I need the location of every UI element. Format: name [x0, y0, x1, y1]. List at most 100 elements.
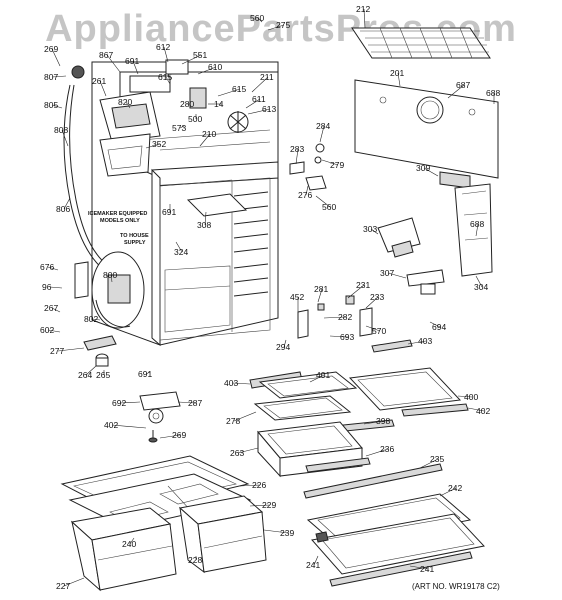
hinge-277 — [83, 335, 117, 351]
leader-line — [51, 307, 61, 313]
part-label-805: 805 — [44, 100, 58, 110]
leader-line — [181, 54, 202, 65]
leader-line — [239, 484, 261, 487]
bracket-287 — [139, 391, 181, 411]
leader-line — [231, 382, 251, 385]
part-label-242: 242 — [448, 483, 462, 493]
leader-line — [63, 577, 85, 587]
leader-line — [204, 211, 207, 226]
part-label-239: 239 — [280, 528, 294, 538]
part-label-691: 691 — [138, 369, 152, 379]
part-label-694: 694 — [432, 322, 446, 332]
part-label-211: 211 — [260, 72, 274, 82]
part-label-402: 402 — [476, 406, 490, 416]
leader-line — [419, 458, 439, 469]
art-number: (ART NO. WR19178 C2) — [412, 582, 500, 591]
part-label-308: 308 — [197, 220, 211, 230]
part-label-277: 277 — [50, 346, 64, 356]
leader-line — [267, 24, 285, 31]
leader-line — [145, 371, 151, 375]
icemaker-note-line1: ICEMAKER EQUIPPED — [88, 211, 147, 217]
part-label-241: 241 — [306, 560, 320, 570]
leader-line — [132, 60, 139, 75]
leader-line — [217, 88, 241, 97]
leader-line — [179, 125, 185, 129]
part-281 — [317, 303, 325, 311]
leader-line — [317, 288, 323, 303]
part-label-227: 227 — [56, 581, 70, 591]
label-plate-309 — [439, 171, 471, 189]
part-label-676: 676 — [40, 262, 54, 272]
part-label-269: 269 — [172, 430, 186, 440]
hinge-276 — [305, 175, 327, 191]
part-label-688: 688 — [470, 219, 484, 229]
part-label-96: 96 — [42, 282, 52, 292]
crisper-drawer-241 — [178, 495, 267, 574]
leader-line — [63, 197, 71, 210]
part-label-800: 800 — [103, 270, 117, 280]
leader-line — [145, 143, 161, 149]
part-label-265: 265 — [96, 370, 110, 380]
part-label-807: 807 — [44, 72, 58, 82]
leader-line — [233, 411, 257, 422]
leader-line — [467, 407, 485, 412]
leader-line — [323, 316, 347, 319]
control-307 — [406, 269, 445, 287]
part-label-276: 276 — [298, 190, 312, 200]
part-label-806: 806 — [56, 204, 70, 214]
part-279 — [314, 156, 322, 164]
shelf-frame-228 — [311, 513, 485, 575]
part-label-452: 452 — [290, 292, 304, 302]
leader-line — [119, 401, 141, 404]
leader-line — [363, 8, 366, 29]
part-label-691: 691 — [162, 207, 176, 217]
part-label-402: 402 — [104, 420, 118, 430]
leader-line — [423, 167, 439, 177]
part-284 — [315, 143, 325, 153]
part-label-808: 808 — [54, 125, 68, 135]
wire-shelf-212 — [351, 27, 491, 59]
leader-line — [47, 329, 61, 333]
part-label-612: 612 — [156, 42, 170, 52]
part-label-352: 352 — [152, 139, 166, 149]
part-label-263: 263 — [230, 448, 244, 458]
part-label-275: 275 — [276, 20, 290, 30]
shelf-glass-400 — [348, 367, 462, 411]
leader-line — [85, 365, 97, 376]
part-label-241: 241 — [420, 564, 434, 574]
part-label-398: 398 — [376, 416, 390, 426]
part-label-324: 324 — [174, 247, 188, 257]
part-label-570: 570 — [372, 326, 386, 336]
part-label-261: 261 — [92, 76, 106, 86]
roller-278 — [148, 408, 164, 424]
part-label-287: 287 — [188, 398, 202, 408]
leader-line — [315, 195, 331, 208]
leader-line — [309, 374, 325, 383]
leader-line — [51, 48, 61, 67]
part-label-802: 802 — [84, 314, 98, 324]
leader-line — [475, 223, 479, 237]
part-label-403: 403 — [224, 378, 238, 388]
leader-line — [159, 434, 181, 439]
leader-line — [129, 537, 135, 545]
crisper-drawer-240 — [70, 507, 177, 592]
evaporator-cover-201 — [354, 79, 499, 179]
leader-line — [365, 296, 379, 309]
part-label-228: 228 — [188, 555, 202, 565]
part-label-867: 867 — [99, 50, 113, 60]
part-label-212: 212 — [356, 4, 370, 14]
part-label-687: 687 — [456, 80, 470, 90]
leader-line — [295, 148, 299, 165]
leader-line — [51, 104, 63, 109]
bracket-452 — [297, 309, 309, 339]
part-label-615: 615 — [158, 72, 172, 82]
leader-line — [457, 395, 473, 398]
part-label-560: 560 — [250, 13, 264, 23]
part-label-500: 500 — [188, 114, 202, 124]
leader-line — [397, 72, 401, 87]
part-label-551: 551 — [193, 50, 207, 60]
part-label-573: 573 — [172, 123, 186, 133]
part-label-240: 240 — [122, 539, 136, 549]
leader-line — [365, 325, 381, 332]
